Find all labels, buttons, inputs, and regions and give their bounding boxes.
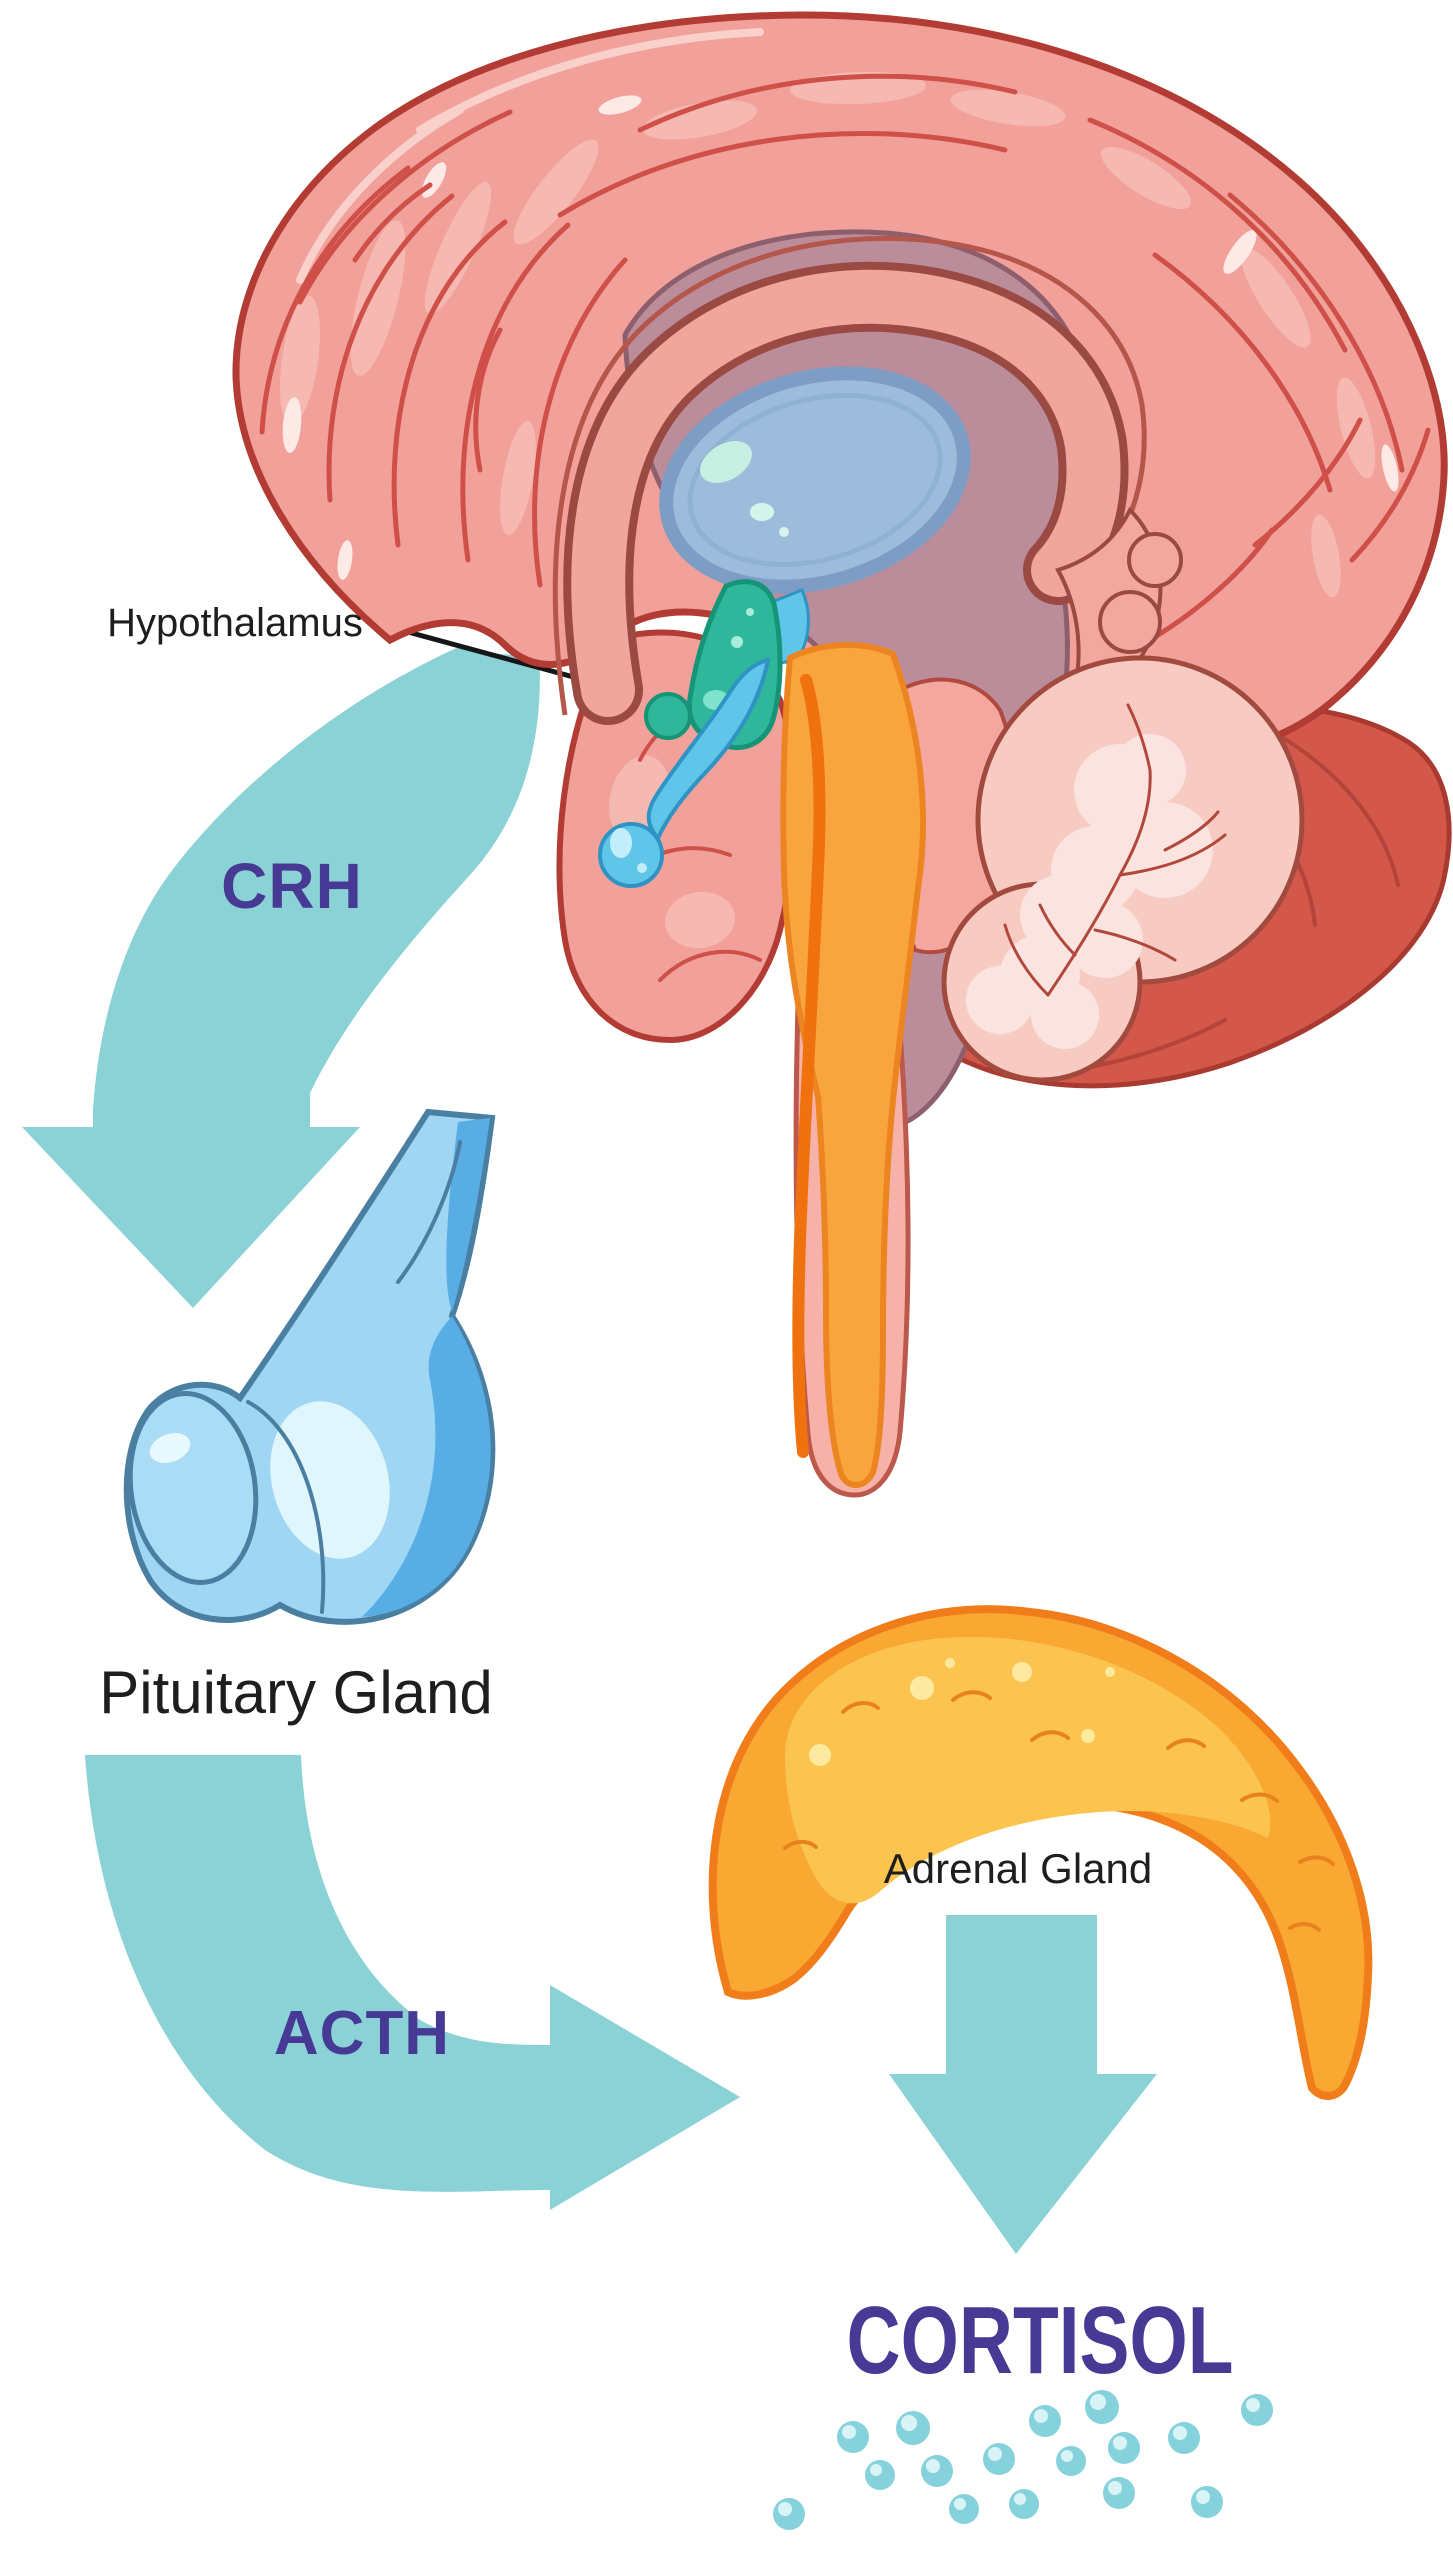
cortisol-label: CORTISOL <box>846 2287 1234 2394</box>
corpus-callosum <box>552 235 1147 725</box>
pineal-colliculi <box>1055 506 1183 708</box>
pituitary-gland-illustration <box>123 1108 496 1625</box>
pituitary-in-brain <box>598 657 771 888</box>
thalamus <box>659 366 971 594</box>
acth-label: ACTH <box>273 1999 451 2068</box>
hypothalamus-label: Hypothalamus <box>107 601 363 645</box>
acth-arrow <box>85 1755 740 2210</box>
brain-illustration <box>232 11 1452 1498</box>
hypothalamus-structure <box>644 579 810 750</box>
brainstem <box>780 641 926 1498</box>
adrenal-gland-label: Adrenal Gland <box>883 1845 1153 1892</box>
crh-label: CRH <box>221 850 363 922</box>
pituitary-gland-label: Pituitary Gland <box>99 1659 493 1726</box>
cortisol-bubbles <box>773 2390 1273 2530</box>
crh-arrow <box>22 646 540 1308</box>
adrenal-gland-illustration <box>708 1605 1373 2100</box>
cerebellum <box>941 655 1305 1083</box>
cortisol-arrow <box>889 1915 1157 2254</box>
